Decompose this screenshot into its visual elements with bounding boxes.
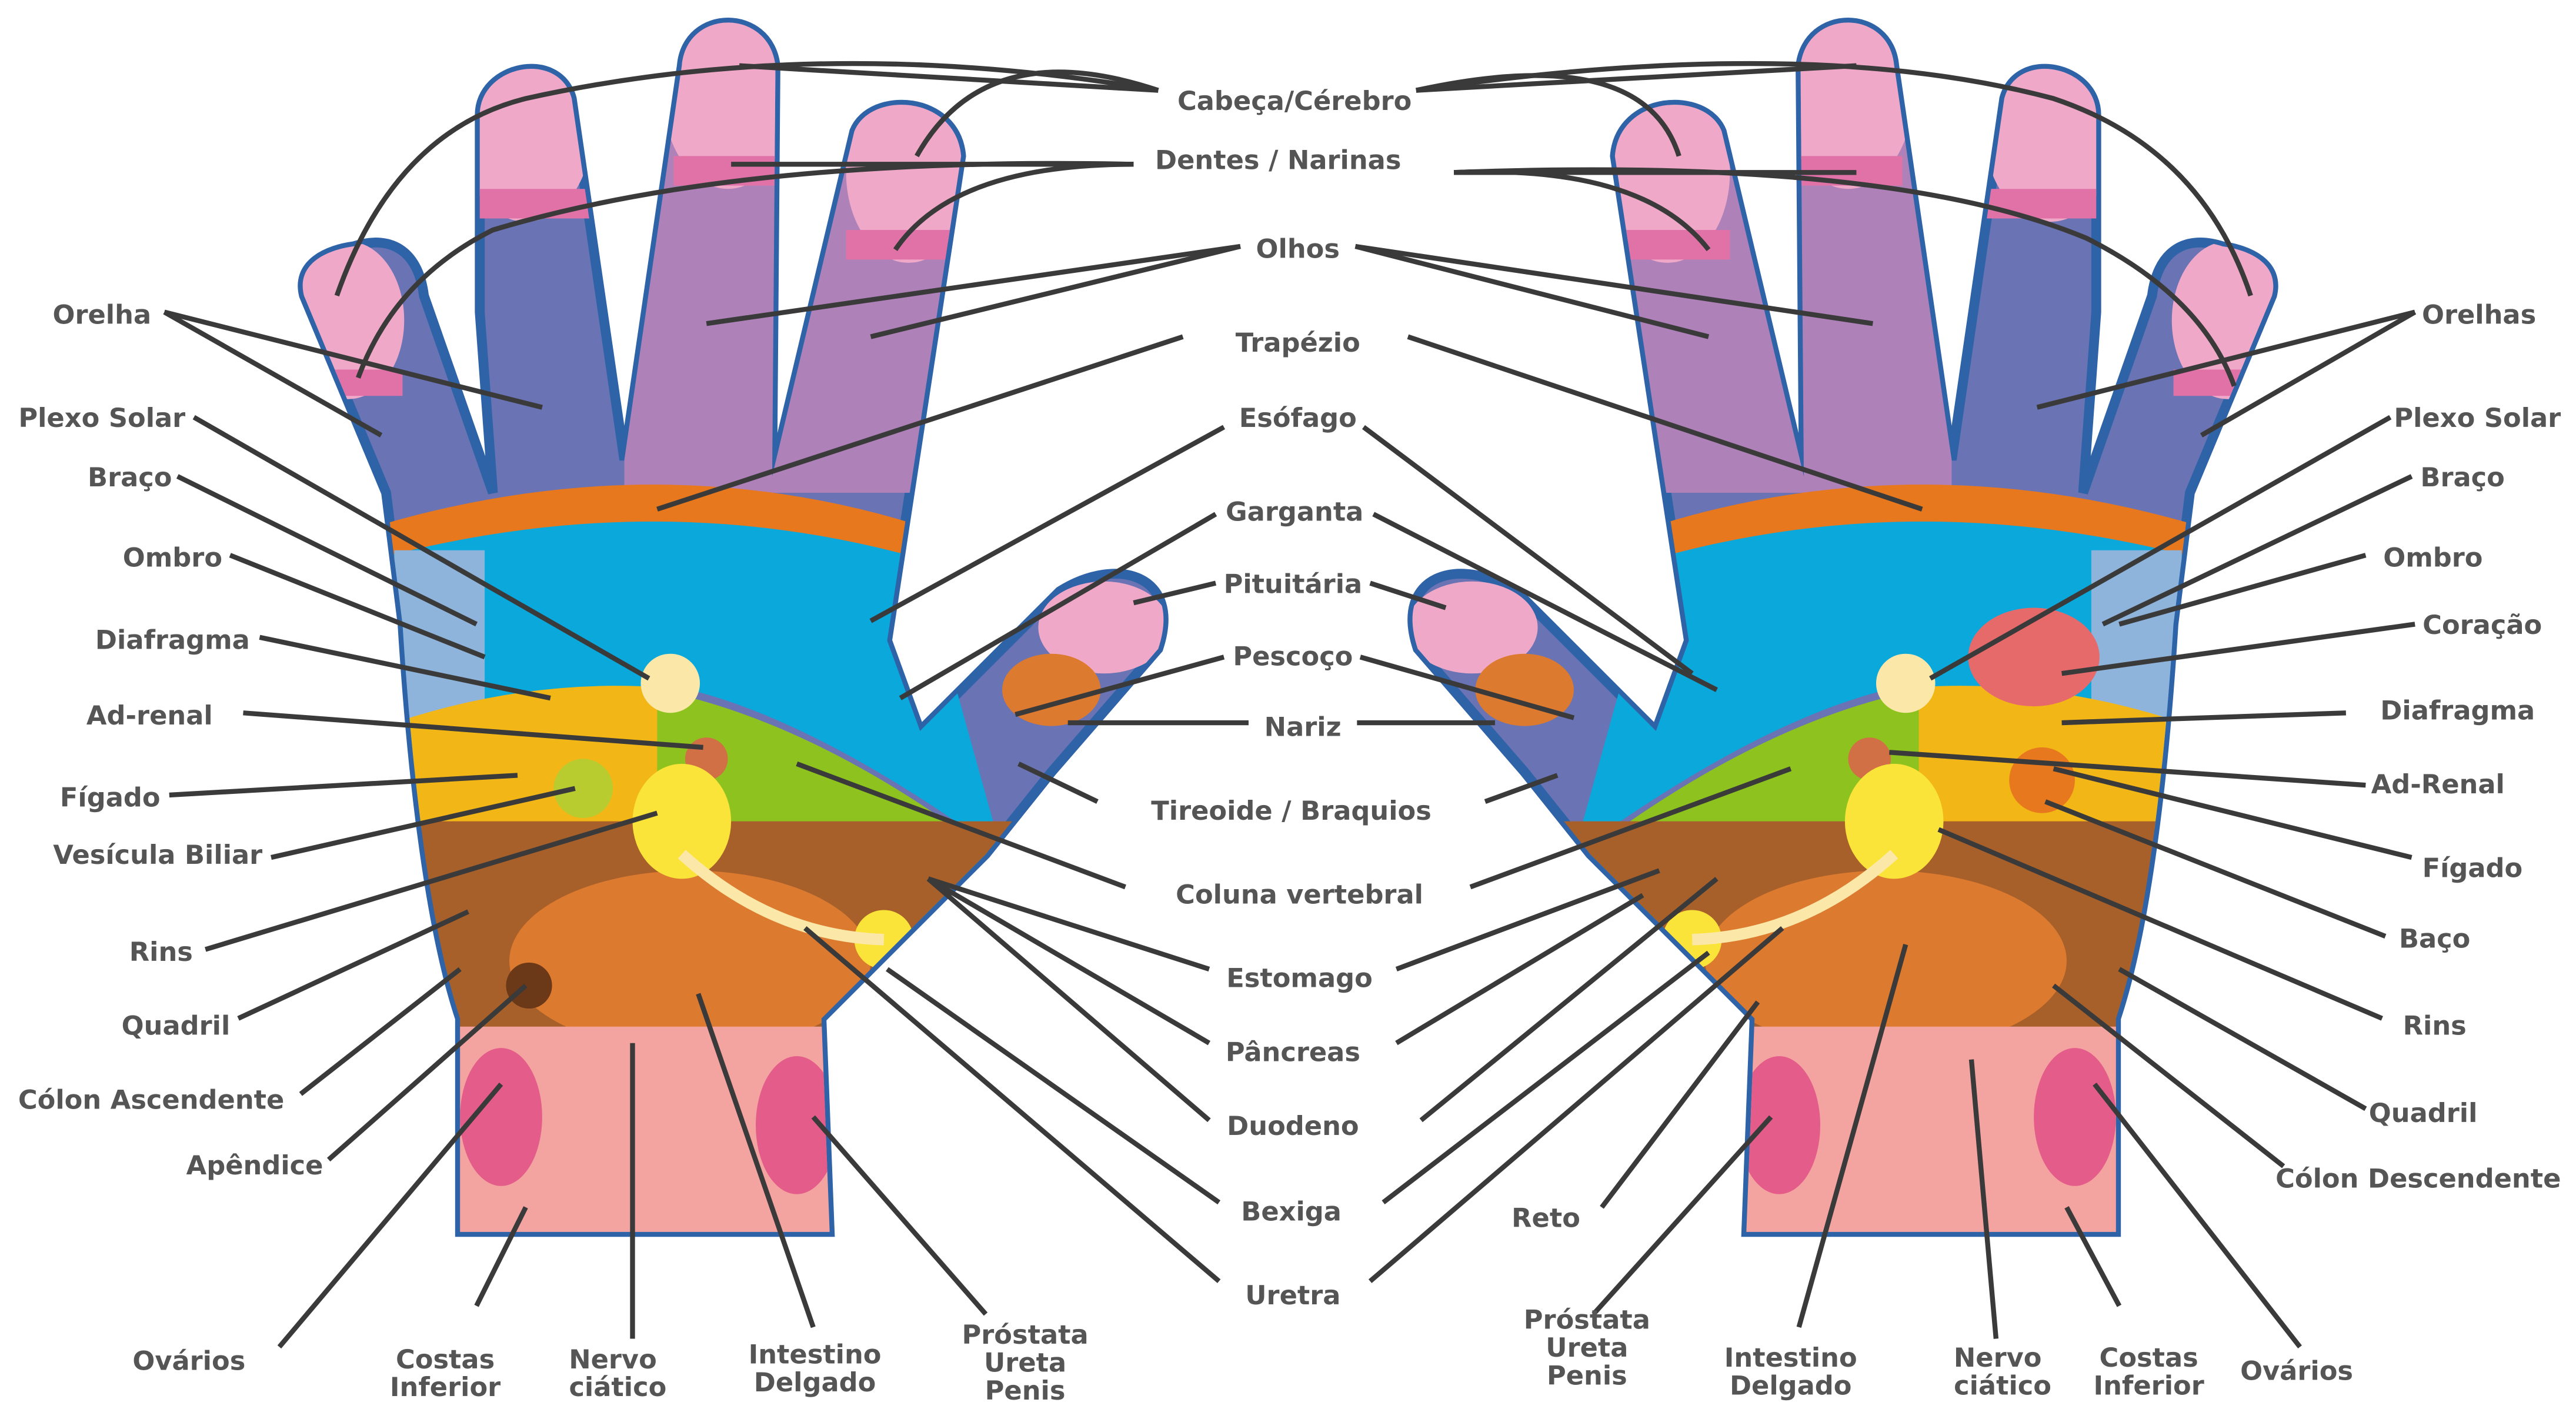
left-small-intestine-zone	[509, 870, 871, 1051]
right-hand	[1406, 0, 2284, 1257]
label-trapezio: Trapézio	[1236, 328, 1360, 358]
left-band-index	[846, 230, 962, 259]
label-costas-right-2: Inferior	[2094, 1370, 2204, 1401]
label-bexiga: Bexiga	[1241, 1196, 1342, 1227]
label-quadril-left: Quadril	[122, 1011, 231, 1041]
left-solar-plexus-dot	[640, 654, 700, 713]
label-cabeca: Cabeça/Cérebro	[1177, 86, 1412, 116]
label-nariz: Nariz	[1264, 712, 1342, 742]
label-reto: Reto	[1511, 1203, 1580, 1234]
label-intestino-right-2: Delgado	[1730, 1370, 1852, 1401]
label-colon-ascendente: Cólon Ascendente	[18, 1084, 284, 1115]
label-vesicula: Vesícula Biliar	[53, 840, 262, 870]
label-ovarios-right: Ovários	[2240, 1355, 2353, 1386]
label-costas-left-1: Costas	[396, 1344, 495, 1375]
label-costas-right-1: Costas	[2100, 1343, 2198, 1373]
label-coluna: Coluna vertebral	[1176, 879, 1423, 910]
label-pituitaria: Pituitária	[1224, 569, 1363, 599]
label-braco-left: Braço	[88, 462, 172, 493]
label-dentes: Dentes / Narinas	[1155, 145, 1401, 176]
label-quadril-right: Quadril	[2369, 1098, 2478, 1128]
label-prostata-right-2: Ureta	[1546, 1333, 1628, 1363]
label-nervo-right-2: ciático	[1954, 1370, 2051, 1401]
label-tireoide: Tireoide / Braquios	[1151, 796, 1432, 826]
label-prostata-left-1: Próstata	[962, 1320, 1089, 1350]
right-band-little	[2174, 369, 2273, 396]
label-orelhas: Orelhas	[2422, 299, 2536, 330]
label-braco-right: Braço	[2420, 462, 2504, 493]
label-pancreas: Pâncreas	[1226, 1037, 1360, 1067]
label-ombro-left: Ombro	[123, 543, 222, 573]
label-orelha: Orelha	[52, 299, 151, 330]
label-intestino-left-1: Intestino	[749, 1339, 882, 1370]
label-olhos: Olhos	[1256, 234, 1340, 265]
label-ad-renal-right: Ad-Renal	[2371, 769, 2505, 800]
label-diafragma-left: Diafragma	[95, 625, 250, 655]
left-hand	[292, 0, 1170, 1257]
label-nervo-right-1: Nervo	[1954, 1343, 2042, 1373]
label-baco: Baço	[2399, 924, 2470, 954]
label-rins-right: Rins	[2403, 1011, 2467, 1041]
label-figado-left: Fígado	[60, 782, 161, 813]
label-prostata-right-3: Penis	[1547, 1361, 1627, 1391]
label-apendice: Apêndice	[186, 1150, 323, 1181]
left-band-little	[304, 369, 403, 396]
label-nervo-left-1: Nervo	[569, 1344, 657, 1375]
label-intestino-left-2: Delgado	[754, 1367, 876, 1398]
label-uretra: Uretra	[1245, 1280, 1340, 1311]
left-band-ring	[476, 189, 592, 218]
left-gallbladder-dot	[553, 759, 613, 818]
label-plexo-solar-right: Plexo Solar	[2394, 403, 2561, 433]
right-solar-plexus-dot	[1876, 654, 1936, 713]
right-heart-spot	[1968, 607, 2099, 706]
right-band-index	[1615, 230, 1730, 259]
right-band-ring	[1984, 189, 2100, 218]
right-ovary-spot	[2034, 1048, 2116, 1186]
label-garganta: Garganta	[1226, 496, 1363, 527]
label-estomago: Estomago	[1226, 963, 1373, 994]
label-ovarios-left: Ovários	[132, 1346, 245, 1377]
label-pescoco: Pescoço	[1233, 641, 1353, 672]
label-esofago: Esófago	[1239, 403, 1357, 433]
label-nervo-left-2: ciático	[569, 1372, 666, 1403]
label-costas-left-2: Inferior	[390, 1372, 500, 1403]
label-figado-right: Fígado	[2422, 853, 2523, 884]
label-rins-left: Rins	[129, 937, 193, 967]
label-prostata-left-2: Ureta	[984, 1347, 1066, 1378]
label-ad-renal-left: Ad-renal	[86, 700, 213, 731]
label-plexo-solar-left: Plexo Solar	[18, 403, 185, 433]
label-ombro-right: Ombro	[2383, 543, 2482, 573]
label-prostata-left-3: Penis	[985, 1375, 1066, 1406]
label-diafragma-right: Diafragma	[2380, 695, 2535, 726]
left-appendix-dot	[506, 963, 552, 1009]
label-duodeno: Duodeno	[1227, 1111, 1359, 1141]
label-intestino-right-1: Intestino	[1724, 1343, 1857, 1373]
right-spleen-dot	[2009, 747, 2075, 813]
label-prostata-right-1: Próstata	[1524, 1305, 1650, 1335]
label-colon-descendente: Cólon Descendente	[2275, 1164, 2561, 1194]
label-coracao: Coração	[2422, 610, 2542, 640]
